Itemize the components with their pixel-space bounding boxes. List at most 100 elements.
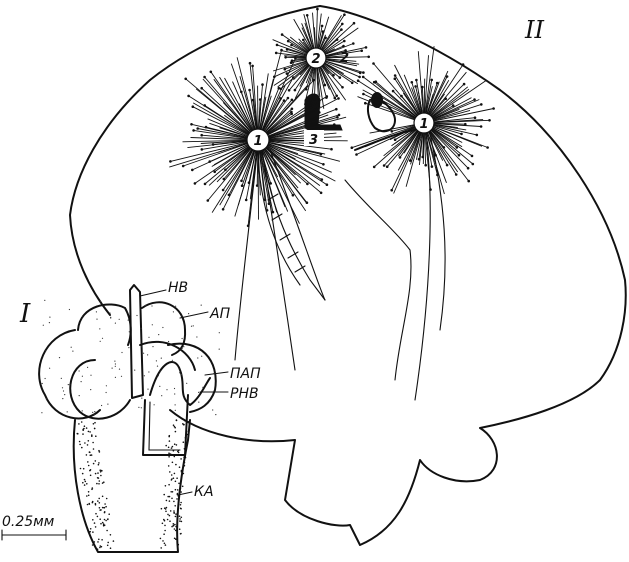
stipple-dot [141,397,143,399]
nerve-ending [421,85,424,89]
stipple-dot [105,391,107,394]
nerve-ending [271,210,275,214]
stipple-dot [94,526,97,528]
svg-text:1: 1 [419,117,428,132]
stipple-dot [99,340,101,342]
stipple-dot [171,461,174,464]
stipple-texture [41,299,220,550]
nerve-ray [423,122,470,182]
stipple-dot [67,384,69,386]
nerve-ending [343,13,346,16]
stipple-dot [100,545,103,548]
stipple-dot [98,538,100,541]
nerve-ending [361,75,365,79]
stipple-dot [90,374,92,376]
nerve-ending [455,146,459,149]
nerve-ending [350,81,354,85]
stipple-dot [99,328,101,330]
stipple-dot [167,513,169,516]
stipple-dot [173,443,176,446]
nerve-ray [257,96,328,141]
stipple-dot [98,462,100,464]
stipple-dot [151,324,153,326]
stipple-dot [101,539,103,541]
stipple-dot [176,492,179,495]
nerve-ending [336,116,339,119]
nerve-ray [364,122,425,148]
stipple-dot [162,540,164,542]
stipple-dot [89,528,92,530]
nerve-ending [454,173,458,176]
nerve-ending [222,177,226,181]
nerve-ray [257,98,339,141]
stipple-dot [138,406,140,408]
nerve-ending [356,79,360,82]
stipple-dot [96,482,98,485]
label-ka: КА [194,484,214,500]
stipple-dot [182,423,184,425]
nerve-ending [338,76,342,79]
stipple-dot [163,542,166,545]
marker-1-right: 1 [413,112,435,134]
stipple-dot [86,483,88,485]
stipple-dot [184,419,186,422]
nerve-ending [471,162,475,166]
stipple-dot [93,427,96,430]
nerve-ending [248,88,251,92]
nerve-ending [240,184,244,187]
stipple-dot [95,311,97,313]
nerve-ending [196,127,199,130]
stipple-dot [163,518,165,521]
stipple-dot [103,506,105,509]
stipple-dot [89,454,92,457]
stipple-dot [90,389,92,391]
nerve-ending [184,77,187,81]
stipple-dot [181,347,183,349]
stipple-dot [174,480,177,483]
stipple-dot [183,461,186,464]
svg-text:1: 1 [253,134,262,149]
stipple-dot [166,518,169,521]
nerve-ending [390,188,394,192]
stipple-dot [96,548,99,550]
nerve-ending [203,104,206,107]
nerve-ending [244,198,248,202]
nerve-ending [192,129,195,132]
nerve-ending [211,143,215,146]
nerve-ending [323,83,327,87]
stipple-dot [183,456,185,459]
nerve-ray [257,139,328,186]
stipple-dot [174,505,176,507]
stipple-dot [174,488,177,491]
nerve-ending [263,198,267,202]
nerve-ending [282,99,286,102]
stipple-dot [101,506,104,509]
nerve-ray [204,76,259,141]
stipple-dot [172,523,175,525]
nerve-ray [257,114,329,141]
lobe-center-right [139,340,196,371]
stipple-dot [173,472,176,475]
stipple-dot [62,398,64,400]
nerve-ending [344,49,347,52]
nerve-ray [393,122,425,194]
stipple-dot [92,462,95,465]
stipple-dot [164,524,166,527]
stipple-dot [178,482,180,485]
nerve-ray [257,139,300,224]
stipple-dot [103,481,105,484]
label-2-side: 2 [340,51,349,66]
nerve-ending [203,75,206,79]
nerve-ending [240,179,243,183]
stipple-dot [173,511,175,514]
leader-lines [139,289,229,496]
nerve-ending [417,157,421,161]
stipple-dot [160,547,162,549]
nerve-ending [390,130,394,133]
nerve-ending [191,168,194,172]
nerve-ray [201,87,259,141]
stipple-dot [86,495,88,497]
stipple-dot [127,319,129,321]
stipple-dot [215,414,217,416]
stipple-dot [181,315,183,317]
